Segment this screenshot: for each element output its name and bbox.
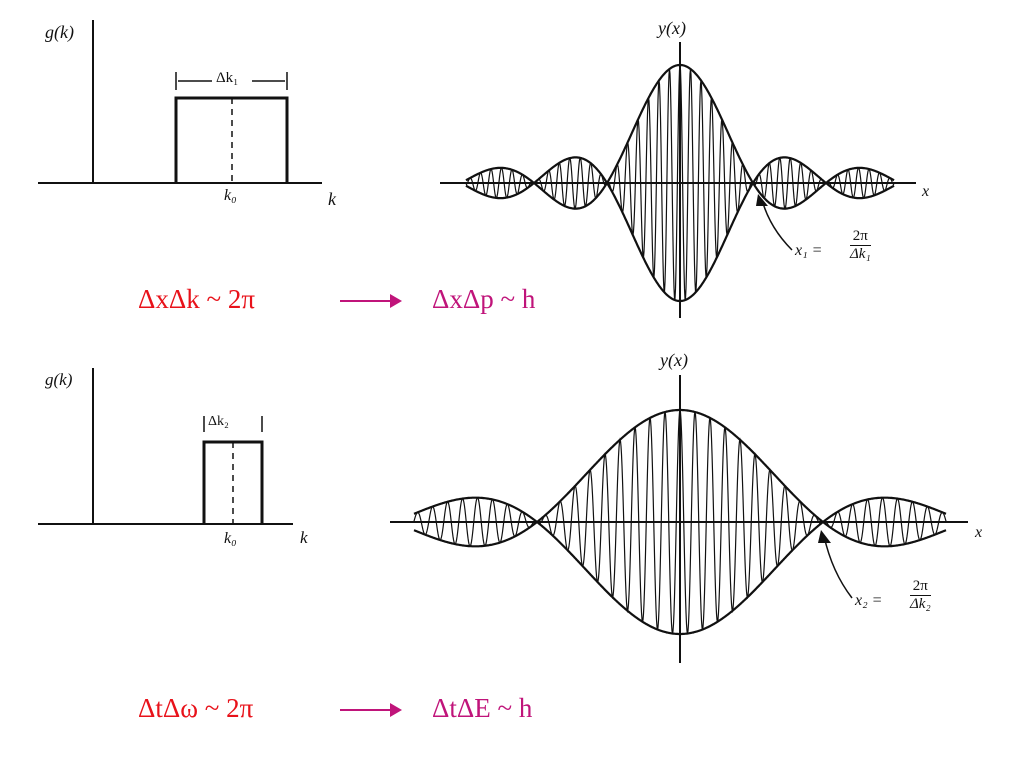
width-label-1: Δk₁ bbox=[216, 70, 239, 86]
node-label-2: x₂ = bbox=[855, 592, 883, 609]
k-axis-label-2: k bbox=[300, 528, 308, 547]
k0-label-2: k₀ bbox=[224, 530, 237, 547]
x-axis-label-1: x bbox=[922, 183, 930, 200]
relation-2-right: ΔtΔE ~ h bbox=[432, 693, 533, 723]
node-label-1: x₁ = bbox=[795, 242, 823, 259]
g-label-2: g(k) bbox=[45, 370, 73, 389]
k-axis-label-1: k bbox=[328, 189, 336, 209]
node-num-1: 2π bbox=[850, 228, 871, 247]
envelope-bottom-2 bbox=[413, 496, 947, 636]
node-fraction-2: 2π Δk₂ bbox=[910, 578, 931, 614]
g-label-1: g(k) bbox=[45, 22, 74, 42]
node-pointer-2 bbox=[823, 535, 853, 599]
carrier-wave-2 bbox=[413, 409, 947, 634]
y-label-1: y(x) bbox=[658, 18, 686, 38]
relation-arrow-1 bbox=[340, 294, 402, 308]
node-pointer-head-2 bbox=[818, 530, 831, 543]
width-label-2: Δk₂ bbox=[208, 414, 229, 429]
carrier-wave-1 bbox=[465, 64, 895, 300]
node-pointer-head-1 bbox=[756, 194, 768, 206]
relation-1-right: ΔxΔp ~ h bbox=[432, 284, 536, 314]
y-label-2: y(x) bbox=[660, 350, 688, 370]
relation-1-left: ΔxΔk ~ 2π bbox=[138, 284, 255, 314]
node-fraction-1: 2π Δk₁ bbox=[850, 228, 871, 264]
relation-arrow-2 bbox=[340, 703, 402, 717]
node-num-2: 2π bbox=[910, 578, 931, 597]
relation-2-left: ΔtΔω ~ 2π bbox=[138, 693, 254, 723]
node-den-2: Δk₂ bbox=[910, 596, 931, 613]
x-axis-label-2: x bbox=[975, 524, 983, 541]
k0-label-1: k₀ bbox=[224, 187, 237, 204]
node-den-1: Δk₁ bbox=[850, 246, 871, 263]
